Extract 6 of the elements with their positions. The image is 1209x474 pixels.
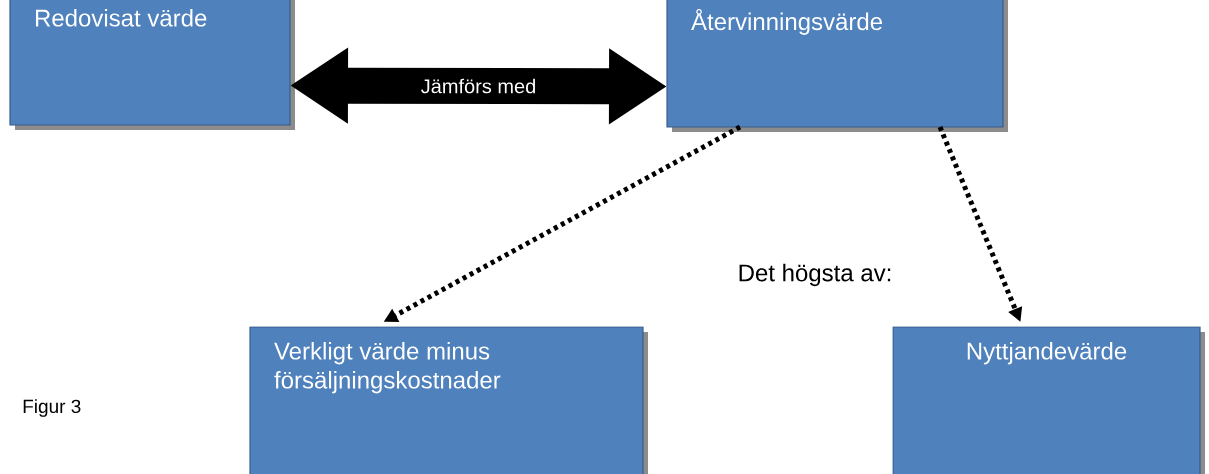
process-box: Återvinningsvärde	[666, 0, 1008, 132]
process-box: Nyttjandevärde	[892, 326, 1205, 474]
caption: Figur 3	[23, 399, 81, 417]
process-box: Verkligt värde minus försäljningskostnader	[249, 326, 648, 474]
process-box: Redovisat värde	[9, 0, 295, 130]
note-text: Det högsta av:	[739, 263, 891, 287]
